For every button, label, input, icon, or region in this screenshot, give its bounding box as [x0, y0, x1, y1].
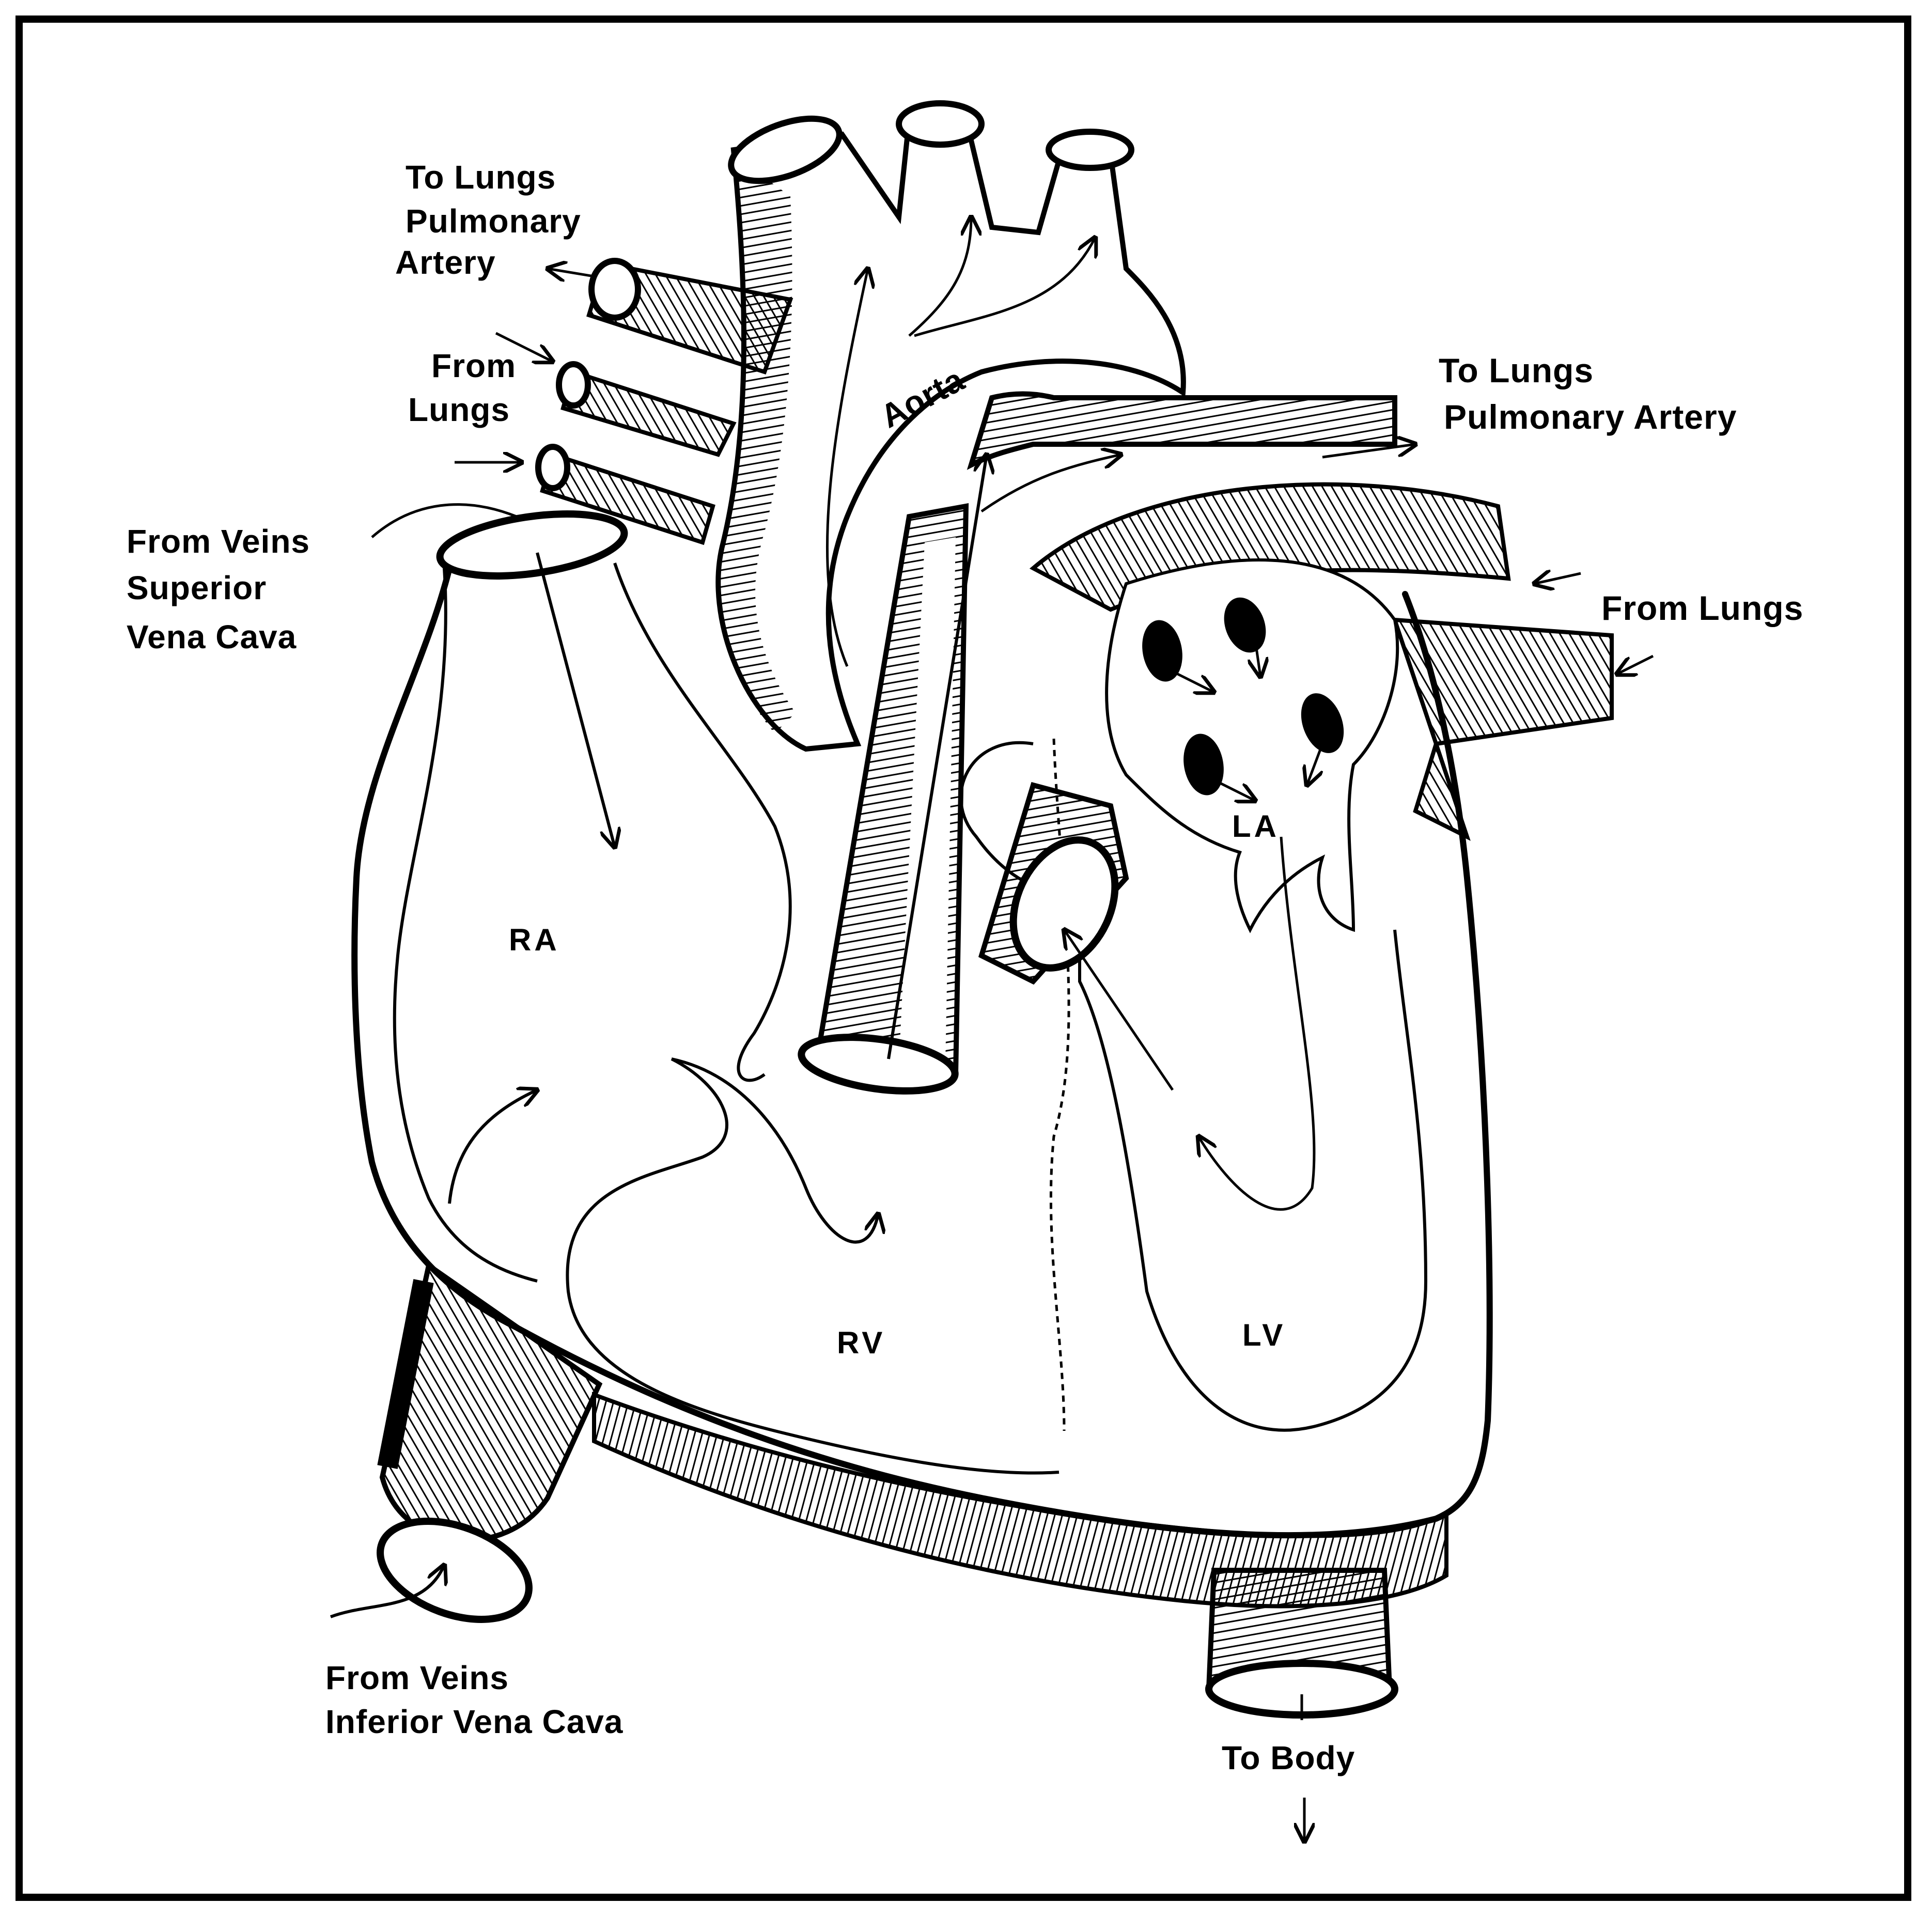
label-to-lungs-left-1: To Lungs [406, 159, 556, 196]
descending-aorta [1209, 1570, 1395, 1842]
label-svc-2: Superior [127, 569, 267, 606]
label-from-lungs-left-2: Lungs [408, 391, 510, 428]
label-ivc-1: From Veins [325, 1659, 509, 1696]
label-to-lungs-left-2: Pulmonary [406, 202, 581, 240]
label-to-body: To Body [1222, 1739, 1355, 1776]
chamber-rv: RV [837, 1325, 885, 1360]
label-from-lungs-left-1: From [431, 347, 516, 384]
left-ventricle [961, 739, 1426, 1431]
chamber-la: LA [1232, 809, 1280, 844]
label-to-lungs-right-2: Pulmonary Artery [1444, 398, 1737, 436]
chamber-ra: RA [509, 923, 560, 957]
label-to-lungs-left-3: Artery [395, 244, 496, 281]
chamber-lv: LV [1242, 1318, 1286, 1352]
inferior-vena-cava [331, 1266, 599, 1638]
label-to-lungs-right-1: To Lungs [1439, 351, 1594, 389]
left-atrium [1033, 485, 1653, 930]
label-ivc-2: Inferior Vena Cava [325, 1703, 623, 1740]
label-from-lungs-right: From Lungs [1601, 589, 1803, 627]
label-svc-1: From Veins [127, 523, 310, 560]
label-svc-3: Vena Cava [127, 618, 297, 656]
